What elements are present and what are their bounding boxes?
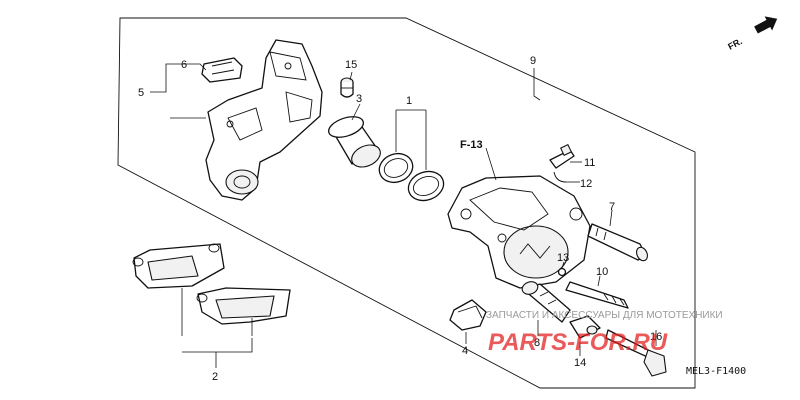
slide-pin-10 [565, 281, 629, 309]
callout-7: 7 [609, 201, 615, 213]
direction-marker: FR. [726, 16, 778, 52]
watermark-brand: PARTS-FOR.RU [488, 329, 668, 356]
piston [328, 116, 381, 168]
callout-13: 13 [557, 252, 569, 264]
watermark-tagline: ЗАПЧАСТИ И АКСЕССУАРЫ ДЛЯ МОТОТЕХНИКИ [486, 310, 723, 321]
callout-12: 12 [580, 178, 592, 190]
arrow-icon [754, 16, 778, 34]
seal-rings [378, 152, 445, 202]
bolt-16 [605, 329, 667, 377]
callout-1: 1 [406, 95, 412, 107]
pad-retainer [449, 299, 487, 331]
brake-pad-lower [196, 287, 291, 325]
callout-2: 2 [212, 371, 218, 383]
diagram-code: MEL3-F1400 [686, 366, 746, 377]
callout-15: 15 [345, 59, 357, 71]
caliper-body [447, 175, 591, 289]
leader-lines [150, 63, 657, 368]
slide-pin-7 [587, 223, 648, 262]
callout-11: 11 [584, 157, 595, 169]
caliper-bracket [205, 39, 323, 201]
callout-4: 4 [462, 345, 468, 357]
reference-code: F-13 [460, 139, 483, 151]
callout-16: 16 [650, 331, 662, 343]
callout-3: 3 [356, 93, 362, 105]
assembly-frame [117, 17, 696, 389]
sleeve-14 [569, 315, 601, 339]
callout-10: 10 [596, 266, 608, 278]
callout-9: 9 [530, 55, 536, 67]
direction-label: FR. [726, 36, 743, 52]
small-bolt-13 [557, 267, 567, 277]
callout-14: 14 [574, 357, 586, 369]
callout-8: 8 [534, 337, 540, 349]
brake-pad-upper [132, 243, 225, 289]
bleeder-valve [549, 144, 575, 183]
callout-6: 6 [181, 59, 187, 71]
pin-boot-15 [340, 77, 354, 98]
pad-spring [201, 57, 243, 83]
callout-5: 5 [138, 87, 144, 99]
boot-8 [521, 281, 571, 323]
